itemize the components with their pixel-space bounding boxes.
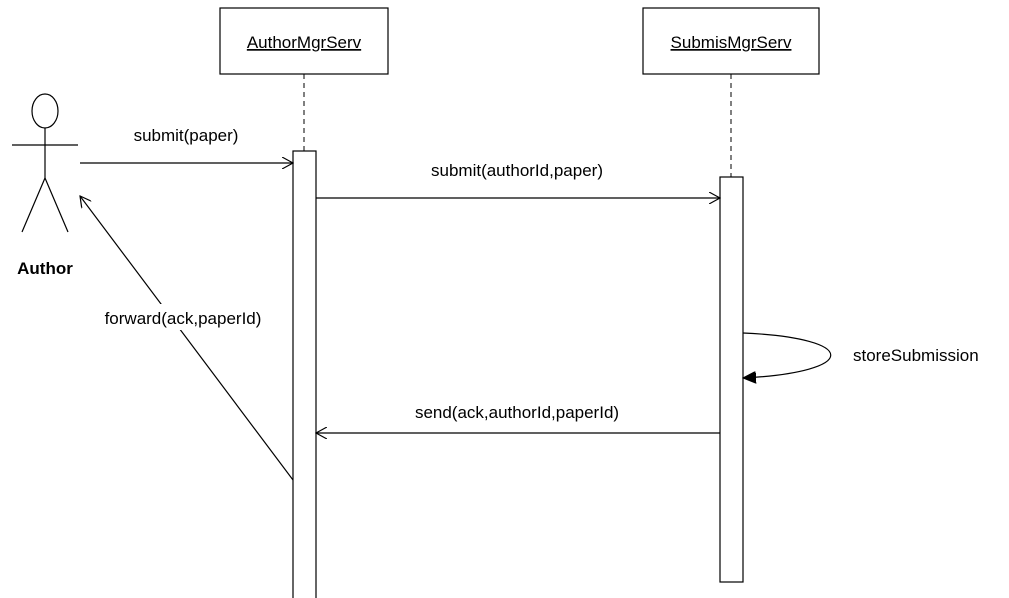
author-mgr-lifeline: AuthorMgrServ	[219, 7, 389, 598]
message-submit-paper: submit(paper)	[80, 126, 293, 163]
submis-mgr-label: SubmisMgrServ	[671, 33, 792, 52]
message-submit-author-paper: submit(authorId,paper)	[316, 161, 720, 198]
message-arrow	[80, 196, 294, 481]
message-label: forward(ack,paperId)	[105, 309, 262, 328]
message-label: submit(paper)	[134, 126, 239, 145]
stick-figure-icon	[12, 93, 78, 233]
message-label: submit(authorId,paper)	[431, 161, 603, 180]
author-mgr-box	[219, 7, 389, 75]
self-call-arrow	[743, 332, 832, 378]
submis-mgr-activation	[719, 176, 744, 583]
submis-mgr-lifeline: SubmisMgrServ	[642, 7, 820, 583]
message-label: send(ack,authorId,paperId)	[415, 403, 619, 422]
message-label: storeSubmission	[853, 346, 979, 365]
actor-label: Author	[17, 259, 73, 278]
author-actor: Author	[12, 93, 78, 278]
author-mgr-label: AuthorMgrServ	[247, 33, 362, 52]
label-background	[84, 304, 284, 330]
message-store-submission: storeSubmission	[743, 332, 979, 378]
message-forward-ack: forward(ack,paperId)	[80, 196, 294, 481]
author-mgr-activation	[292, 150, 317, 598]
message-send-ack: send(ack,authorId,paperId)	[316, 403, 720, 433]
submis-mgr-box	[642, 7, 820, 75]
